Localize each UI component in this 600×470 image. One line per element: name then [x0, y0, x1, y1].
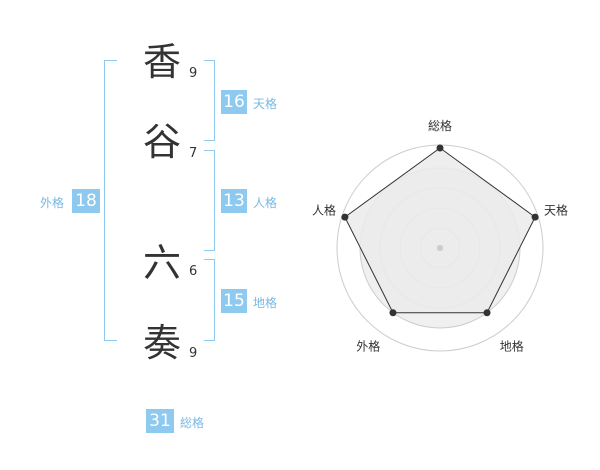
soukaku-label: 総格: [180, 416, 205, 430]
radar-polygon: [344, 147, 536, 314]
radar-center-dot: [437, 245, 443, 251]
jinkaku-value: 13: [221, 189, 247, 213]
given-char-2: 奏: [142, 321, 181, 365]
radar-point: [436, 144, 444, 152]
stroke-count-2: 7: [189, 146, 198, 161]
radar-point: [341, 213, 349, 221]
radar-point: [389, 309, 397, 317]
radar-axis-label: 人格: [312, 202, 336, 217]
soukaku-value: 31: [146, 409, 174, 433]
stroke-count-4: 9: [189, 346, 198, 361]
stroke-count-3: 6: [189, 264, 198, 279]
radar-axis-label: 総格: [428, 118, 452, 133]
radar-axis-label: 外格: [356, 339, 380, 354]
tenkaku-label: 天格: [253, 97, 278, 111]
surname-char-2: 谷: [142, 120, 181, 164]
radar-axis-label: 地格: [500, 339, 524, 354]
stroke-count-1: 9: [189, 66, 198, 81]
tenkaku-value: 16: [221, 90, 247, 114]
gaikaku-bracket: [104, 60, 117, 341]
chikaku-bracket: [204, 259, 215, 341]
radar-point: [483, 309, 491, 317]
gaikaku-label: 外格: [40, 196, 65, 210]
jinkaku-bracket: [204, 150, 215, 251]
chikaku-label: 地格: [253, 296, 278, 310]
tenkaku-bracket: [204, 60, 215, 141]
jinkaku-label: 人格: [253, 196, 278, 210]
gaikaku-value: 18: [72, 189, 100, 213]
chikaku-value: 15: [221, 289, 247, 313]
radar-point: [531, 213, 539, 221]
given-char-1: 六: [142, 241, 181, 285]
radar-axis-label: 天格: [544, 202, 568, 217]
surname-char-1: 香: [142, 40, 181, 84]
